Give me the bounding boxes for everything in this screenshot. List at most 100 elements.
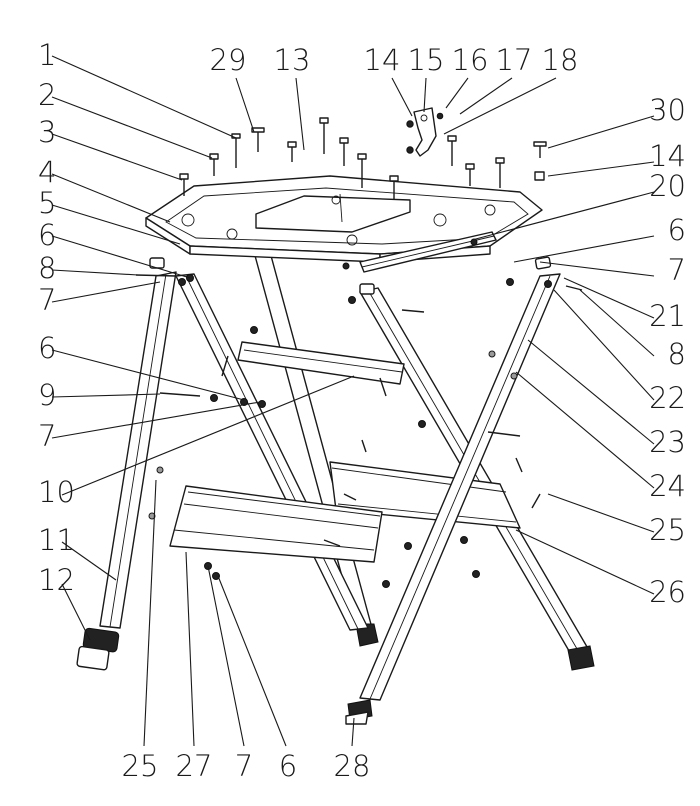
leader-line xyxy=(527,339,655,445)
leader-line xyxy=(235,77,255,133)
leader-line xyxy=(443,77,557,135)
callout-26: 26 xyxy=(515,529,686,609)
clamp-bracket xyxy=(413,107,437,157)
front-crossbar xyxy=(237,341,405,385)
callout-7: 7 xyxy=(207,565,253,783)
callout-17: 17 xyxy=(459,43,532,115)
callout-22: 22 xyxy=(553,289,686,415)
callout-number: 21 xyxy=(649,299,686,333)
leader-line xyxy=(51,204,181,245)
callout-number: 29 xyxy=(210,43,247,77)
callout-number: 8 xyxy=(668,337,686,371)
callout-number: 6 xyxy=(279,749,297,783)
callout-29: 29 xyxy=(210,43,255,133)
callout-12: 12 xyxy=(38,563,91,641)
leader-line xyxy=(207,565,245,747)
leader-line xyxy=(217,575,287,747)
callout-5: 5 xyxy=(38,186,181,245)
callout-number: 11 xyxy=(38,523,75,557)
callout-1: 1 xyxy=(38,38,237,139)
callout-23: 23 xyxy=(527,339,686,459)
callout-number: 25 xyxy=(649,513,686,547)
callout-number: 14 xyxy=(649,139,686,173)
leader-line xyxy=(61,583,91,641)
callout-6: 6 xyxy=(217,575,297,783)
callout-4: 4 xyxy=(38,155,171,223)
callout-13: 13 xyxy=(274,43,311,151)
leader-line xyxy=(51,269,139,276)
callout-number: 10 xyxy=(38,475,75,509)
leader-line xyxy=(513,235,655,263)
leader-line xyxy=(295,77,305,151)
callout-21: 21 xyxy=(563,277,686,333)
leader-line xyxy=(51,349,245,401)
callout-number: 24 xyxy=(649,469,686,503)
callout-number: 16 xyxy=(452,43,489,77)
callout-number: 7 xyxy=(38,283,56,317)
lower-front-bracket xyxy=(169,485,383,563)
callout-20: 20 xyxy=(471,169,686,241)
callout-number: 7 xyxy=(38,419,56,453)
callout-2: 2 xyxy=(38,78,213,159)
callout-7: 7 xyxy=(38,401,261,453)
callout-number: 1 xyxy=(38,38,56,72)
callout-number: 27 xyxy=(176,749,213,783)
callout-number: 22 xyxy=(649,381,686,415)
callout-number: 8 xyxy=(38,251,56,285)
leader-line xyxy=(547,161,655,177)
callout-27: 27 xyxy=(176,551,213,783)
callout-30: 30 xyxy=(547,93,686,149)
callout-number: 26 xyxy=(649,575,686,609)
callout-10: 10 xyxy=(38,375,355,509)
callout-number: 3 xyxy=(38,115,56,149)
leader-line xyxy=(553,289,655,401)
leader-line xyxy=(185,551,195,747)
leader-line xyxy=(51,173,171,223)
callout-number: 25 xyxy=(122,749,159,783)
leader-line xyxy=(423,77,427,113)
callout-number: 7 xyxy=(668,253,686,287)
leader-line xyxy=(51,235,191,279)
callout-3: 3 xyxy=(38,115,183,181)
left-crossing-leg xyxy=(175,273,369,631)
callout-number: 6 xyxy=(668,213,686,247)
callout-7: 7 xyxy=(38,281,161,317)
callout-number: 6 xyxy=(38,331,56,365)
leader-line xyxy=(515,529,655,595)
callout-14: 14 xyxy=(547,139,686,177)
leader-line xyxy=(51,55,237,139)
callout-number: 15 xyxy=(408,43,445,77)
leader-line xyxy=(515,371,655,489)
callout-15: 15 xyxy=(408,43,445,113)
callout-28: 28 xyxy=(334,717,370,783)
leader-line xyxy=(51,133,183,181)
leader-line xyxy=(51,96,213,159)
front-right-foot xyxy=(345,699,373,725)
callout-16: 16 xyxy=(445,43,489,109)
callout-25: 25 xyxy=(122,479,159,783)
callout-24: 24 xyxy=(515,371,686,503)
front-left-foot xyxy=(76,627,120,671)
top-bolts xyxy=(179,117,547,200)
callout-number: 9 xyxy=(38,378,56,412)
leader-line xyxy=(51,401,261,439)
callout-8: 8 xyxy=(38,251,139,285)
callout-number: 4 xyxy=(38,155,56,189)
callout-11: 11 xyxy=(38,523,117,581)
leader-line xyxy=(471,191,655,241)
leader-line xyxy=(143,479,157,747)
small-nuts xyxy=(178,112,552,588)
leader-line xyxy=(51,393,161,398)
callout-18: 18 xyxy=(443,43,578,135)
callout-number: 13 xyxy=(274,43,311,77)
side-bolts xyxy=(135,256,583,547)
leader-line xyxy=(61,375,355,496)
callout-number: 14 xyxy=(364,43,401,77)
leader-line xyxy=(579,289,655,357)
callout-number: 23 xyxy=(649,425,686,459)
front-left-leg xyxy=(99,271,218,629)
callout-6: 6 xyxy=(38,218,191,279)
callout-6: 6 xyxy=(38,331,245,401)
